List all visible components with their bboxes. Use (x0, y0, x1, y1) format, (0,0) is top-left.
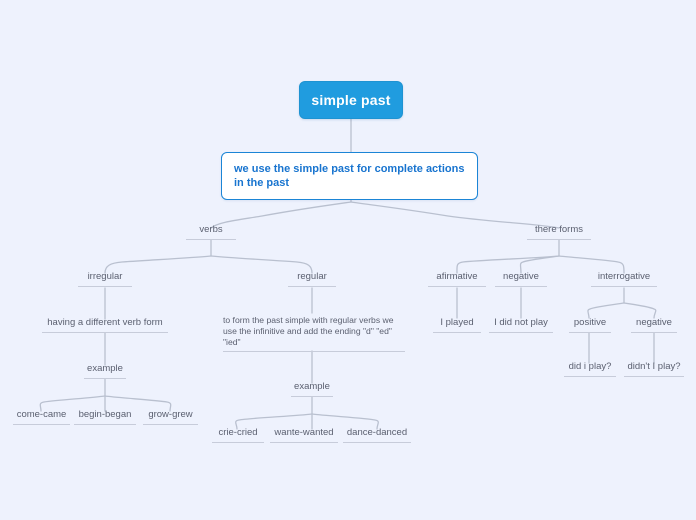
node-didnt-i-play-label: didn't I play? (627, 361, 681, 372)
node-interrogative-label: interrogative (597, 271, 651, 282)
node-regular-example[interactable]: example (291, 381, 333, 397)
node-regular-example-label: example (294, 381, 330, 392)
node-there-forms[interactable]: there forms (527, 224, 591, 240)
node-come-came-label: come-came (16, 409, 67, 420)
node-root-simple-past[interactable]: simple past (299, 81, 403, 119)
node-grow-grew[interactable]: grow-grew (143, 409, 198, 425)
node-verbs[interactable]: verbs (186, 224, 236, 240)
node-irregular-description[interactable]: having a different verb form (42, 317, 168, 333)
node-afirmative-label: afirmative (436, 271, 478, 282)
node-irregular-example[interactable]: example (84, 363, 126, 379)
node-regular-description[interactable]: to form the past simple with regular ver… (223, 315, 405, 352)
node-crie-cried-label: crie-cried (218, 427, 258, 438)
node-dance-danced-label: dance-danced (346, 427, 408, 438)
node-crie-cried[interactable]: crie-cried (212, 427, 264, 443)
node-negative-label: negative (503, 271, 539, 282)
node-begin-began[interactable]: begin-began (74, 409, 136, 425)
node-i-played[interactable]: I played (433, 317, 481, 333)
node-definition-label: we use the simple past for complete acti… (234, 163, 465, 189)
node-wante-wanted[interactable]: wante-wanted (270, 427, 338, 443)
node-i-did-not-play[interactable]: I did not play (489, 317, 553, 333)
node-interrogative-positive-label: positive (573, 317, 607, 328)
node-verbs-label: verbs (199, 224, 223, 235)
node-regular[interactable]: regular (288, 271, 336, 287)
link-int-positive (587, 302, 625, 319)
node-irregular-label: irregular (87, 271, 123, 282)
link-int-negative (623, 302, 657, 319)
node-irregular-example-label: example (87, 363, 123, 374)
node-negative[interactable]: negative (495, 271, 547, 287)
node-come-came[interactable]: come-came (13, 409, 70, 425)
node-regular-label: regular (297, 271, 327, 282)
node-i-did-not-play-label: I did not play (494, 317, 548, 328)
node-interrogative-negative[interactable]: negative (631, 317, 677, 333)
node-begin-began-label: begin-began (78, 409, 132, 420)
node-did-i-play[interactable]: did i play? (564, 361, 616, 377)
node-interrogative-negative-label: negative (636, 317, 672, 328)
node-grow-grew-label: grow-grew (148, 409, 193, 420)
node-didnt-i-play[interactable]: didn't I play? (624, 361, 684, 377)
node-definition[interactable]: we use the simple past for complete acti… (221, 152, 478, 200)
node-did-i-play-label: did i play? (568, 361, 612, 372)
node-afirmative[interactable]: afirmative (428, 271, 486, 287)
node-interrogative-positive[interactable]: positive (569, 317, 611, 333)
node-root-label: simple past (311, 92, 391, 108)
node-i-played-label: I played (440, 317, 474, 328)
node-regular-description-label: to form the past simple with regular ver… (223, 315, 394, 347)
node-dance-danced[interactable]: dance-danced (343, 427, 411, 443)
node-there-forms-label: there forms (534, 224, 584, 235)
node-wante-wanted-label: wante-wanted (274, 427, 334, 438)
node-irregular-description-label: having a different verb form (47, 317, 163, 328)
node-interrogative[interactable]: interrogative (591, 271, 657, 287)
node-irregular[interactable]: irregular (78, 271, 132, 287)
